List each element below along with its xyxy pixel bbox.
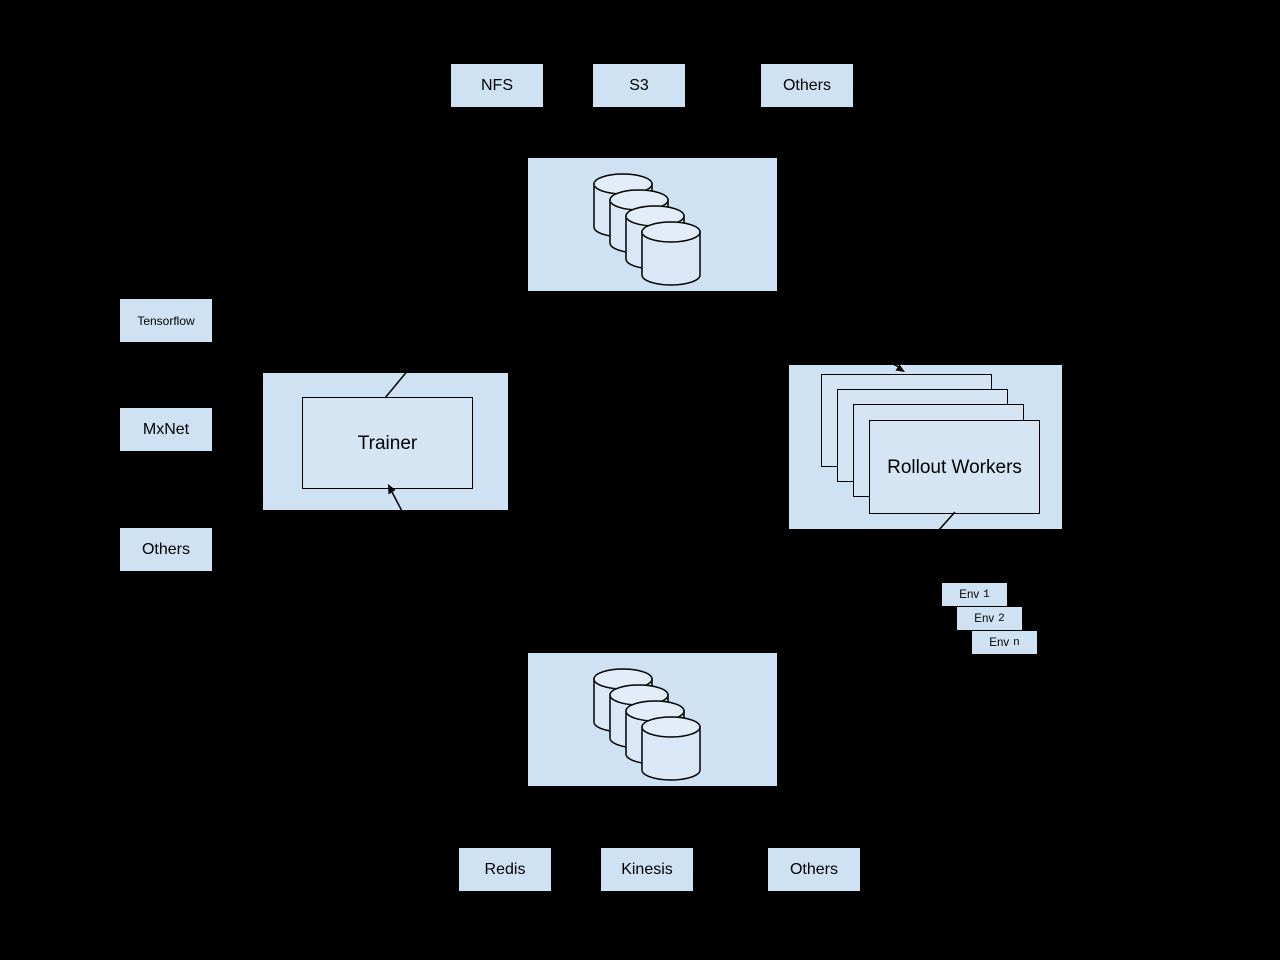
node-others-bottom: Others [768,848,860,891]
node-kinesis: Kinesis [601,848,693,891]
node-env-1-id: 1 [983,588,990,601]
node-nfs-label: NFS [481,76,513,94]
node-s3: S3 [593,64,685,107]
node-kinesis-label: Kinesis [621,860,673,878]
node-others-bottom-label: Others [789,860,838,878]
node-rollout-workers-label: Rollout Workers [887,456,1022,478]
node-env-2-id: 2 [998,612,1005,625]
node-env-2: Env 2 [957,607,1022,630]
arrow-trainer-to-model-storage [384,373,407,399]
node-mxnet-label: MxNet [142,420,190,438]
node-env-2-label: Env [974,612,995,625]
node-env-n-id: n [1013,636,1020,649]
node-others-top: Others [761,64,853,107]
node-env-1: Env 1 [942,583,1007,606]
node-trainer-container: Trainer [263,373,508,510]
node-mxnet: MxNet [120,408,212,451]
database-cylinders-icon [593,173,701,286]
node-tensorflow: Tensorflow [120,299,212,342]
node-s3-label: S3 [629,76,649,94]
node-nfs: NFS [451,64,543,107]
node-env-n: Env n [972,631,1037,654]
node-experience-storage [528,653,777,786]
arrow-model-storage-to-rollout [893,365,905,372]
node-redis: Redis [459,848,551,891]
node-others-top-label: Others [782,76,831,94]
node-rollout-workers: Rollout Workers [869,420,1040,514]
node-rollout-workers-container: Rollout Workers [789,365,1062,529]
node-env-n-label: Env [989,636,1010,649]
node-env-1-label: Env [959,588,980,601]
node-tensorflow-label: Tensorflow [137,313,195,328]
node-trainer-label: Trainer [357,432,418,454]
node-trainer: Trainer [302,397,473,489]
database-cylinders-icon [593,668,701,781]
node-model-storage [528,158,777,291]
node-redis-label: Redis [484,860,526,878]
node-others-frameworks-label: Others [141,540,190,558]
node-others-frameworks: Others [120,528,212,571]
arrow-rollout-to-experience [938,511,956,529]
